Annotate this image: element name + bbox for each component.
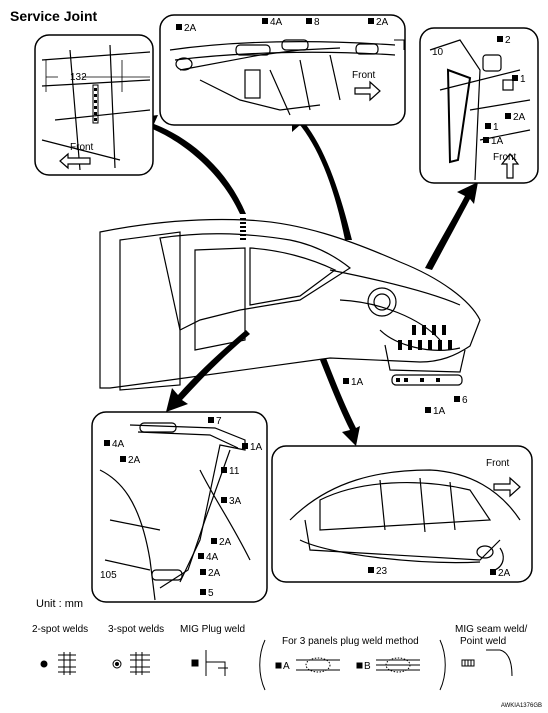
front-label-top-middle: Front xyxy=(352,70,376,81)
label-1-tr1: 1 xyxy=(520,74,526,85)
label-1a-body2: 1A xyxy=(433,406,446,417)
front-label-top-right: Front xyxy=(493,152,517,163)
label-2: 2 xyxy=(505,35,511,46)
legend-symbols xyxy=(40,639,513,691)
front-label-bottom-right: Front xyxy=(486,458,510,469)
label-10: 10 xyxy=(432,47,444,58)
label-2a-bl2: 2A xyxy=(219,537,232,548)
label-1a-bl: 1A xyxy=(250,442,263,453)
front-label-top-left: Front xyxy=(70,142,94,153)
callout-markers xyxy=(104,18,518,595)
detail-bottom-right xyxy=(271,445,533,583)
label-4a-tm: 4A xyxy=(270,17,283,28)
unit-label: Unit : mm xyxy=(36,598,84,610)
dim-132: 132 xyxy=(70,72,87,83)
label-5: 5 xyxy=(208,588,214,599)
legend-3-spot-welds: 3-spot welds xyxy=(108,624,165,635)
label-6: 6 xyxy=(462,395,468,406)
label-1a-body1: 1A xyxy=(351,377,364,388)
legend-three-panels: For 3 panels plug weld method xyxy=(282,636,419,647)
legend-mig-plug-weld: MIG Plug weld xyxy=(180,624,246,635)
label-2a-bl3: 2A xyxy=(208,568,221,579)
legend-mig-seam-weld: MIG seam weld/ xyxy=(455,624,528,635)
label-7: 7 xyxy=(216,416,222,427)
car-body xyxy=(99,218,481,391)
legend-label-b: B xyxy=(364,661,371,672)
label-1-tr2: 1 xyxy=(493,122,499,133)
label-3a: 3A xyxy=(229,496,242,507)
legend-2-spot-welds: 2-spot welds xyxy=(32,624,89,635)
detail-top-left xyxy=(34,34,154,176)
detail-top-middle xyxy=(159,14,406,126)
label-1a-tr: 1A xyxy=(491,136,504,147)
diagram-title: Service Joint xyxy=(10,8,98,24)
label-2a-tm2: 2A xyxy=(376,17,389,28)
callout-labels: 132 Front 2A 4A 8 2A Front 10 2 1 2A 1 1… xyxy=(70,17,526,672)
label-2a-bl1: 2A xyxy=(128,455,141,466)
label-2a-tm1: 2A xyxy=(184,23,197,34)
label-4a-bl2: 4A xyxy=(206,552,219,563)
detail-top-right xyxy=(419,27,539,184)
legend-label-a: A xyxy=(283,661,290,672)
top-left-weld-marks xyxy=(94,88,97,121)
label-11: 11 xyxy=(229,466,240,477)
label-4a-bl1: 4A xyxy=(112,439,125,450)
detail-bottom-left xyxy=(91,411,268,603)
label-2a-tr: 2A xyxy=(513,112,526,123)
label-105: 105 xyxy=(100,570,117,581)
figure-code: AWKIA1376GB xyxy=(500,703,542,709)
body-vents xyxy=(396,325,452,382)
legend-point-weld: Point weld xyxy=(460,636,507,647)
label-8: 8 xyxy=(314,17,320,28)
label-2a-br: 2A xyxy=(498,568,511,579)
label-23: 23 xyxy=(376,566,388,577)
